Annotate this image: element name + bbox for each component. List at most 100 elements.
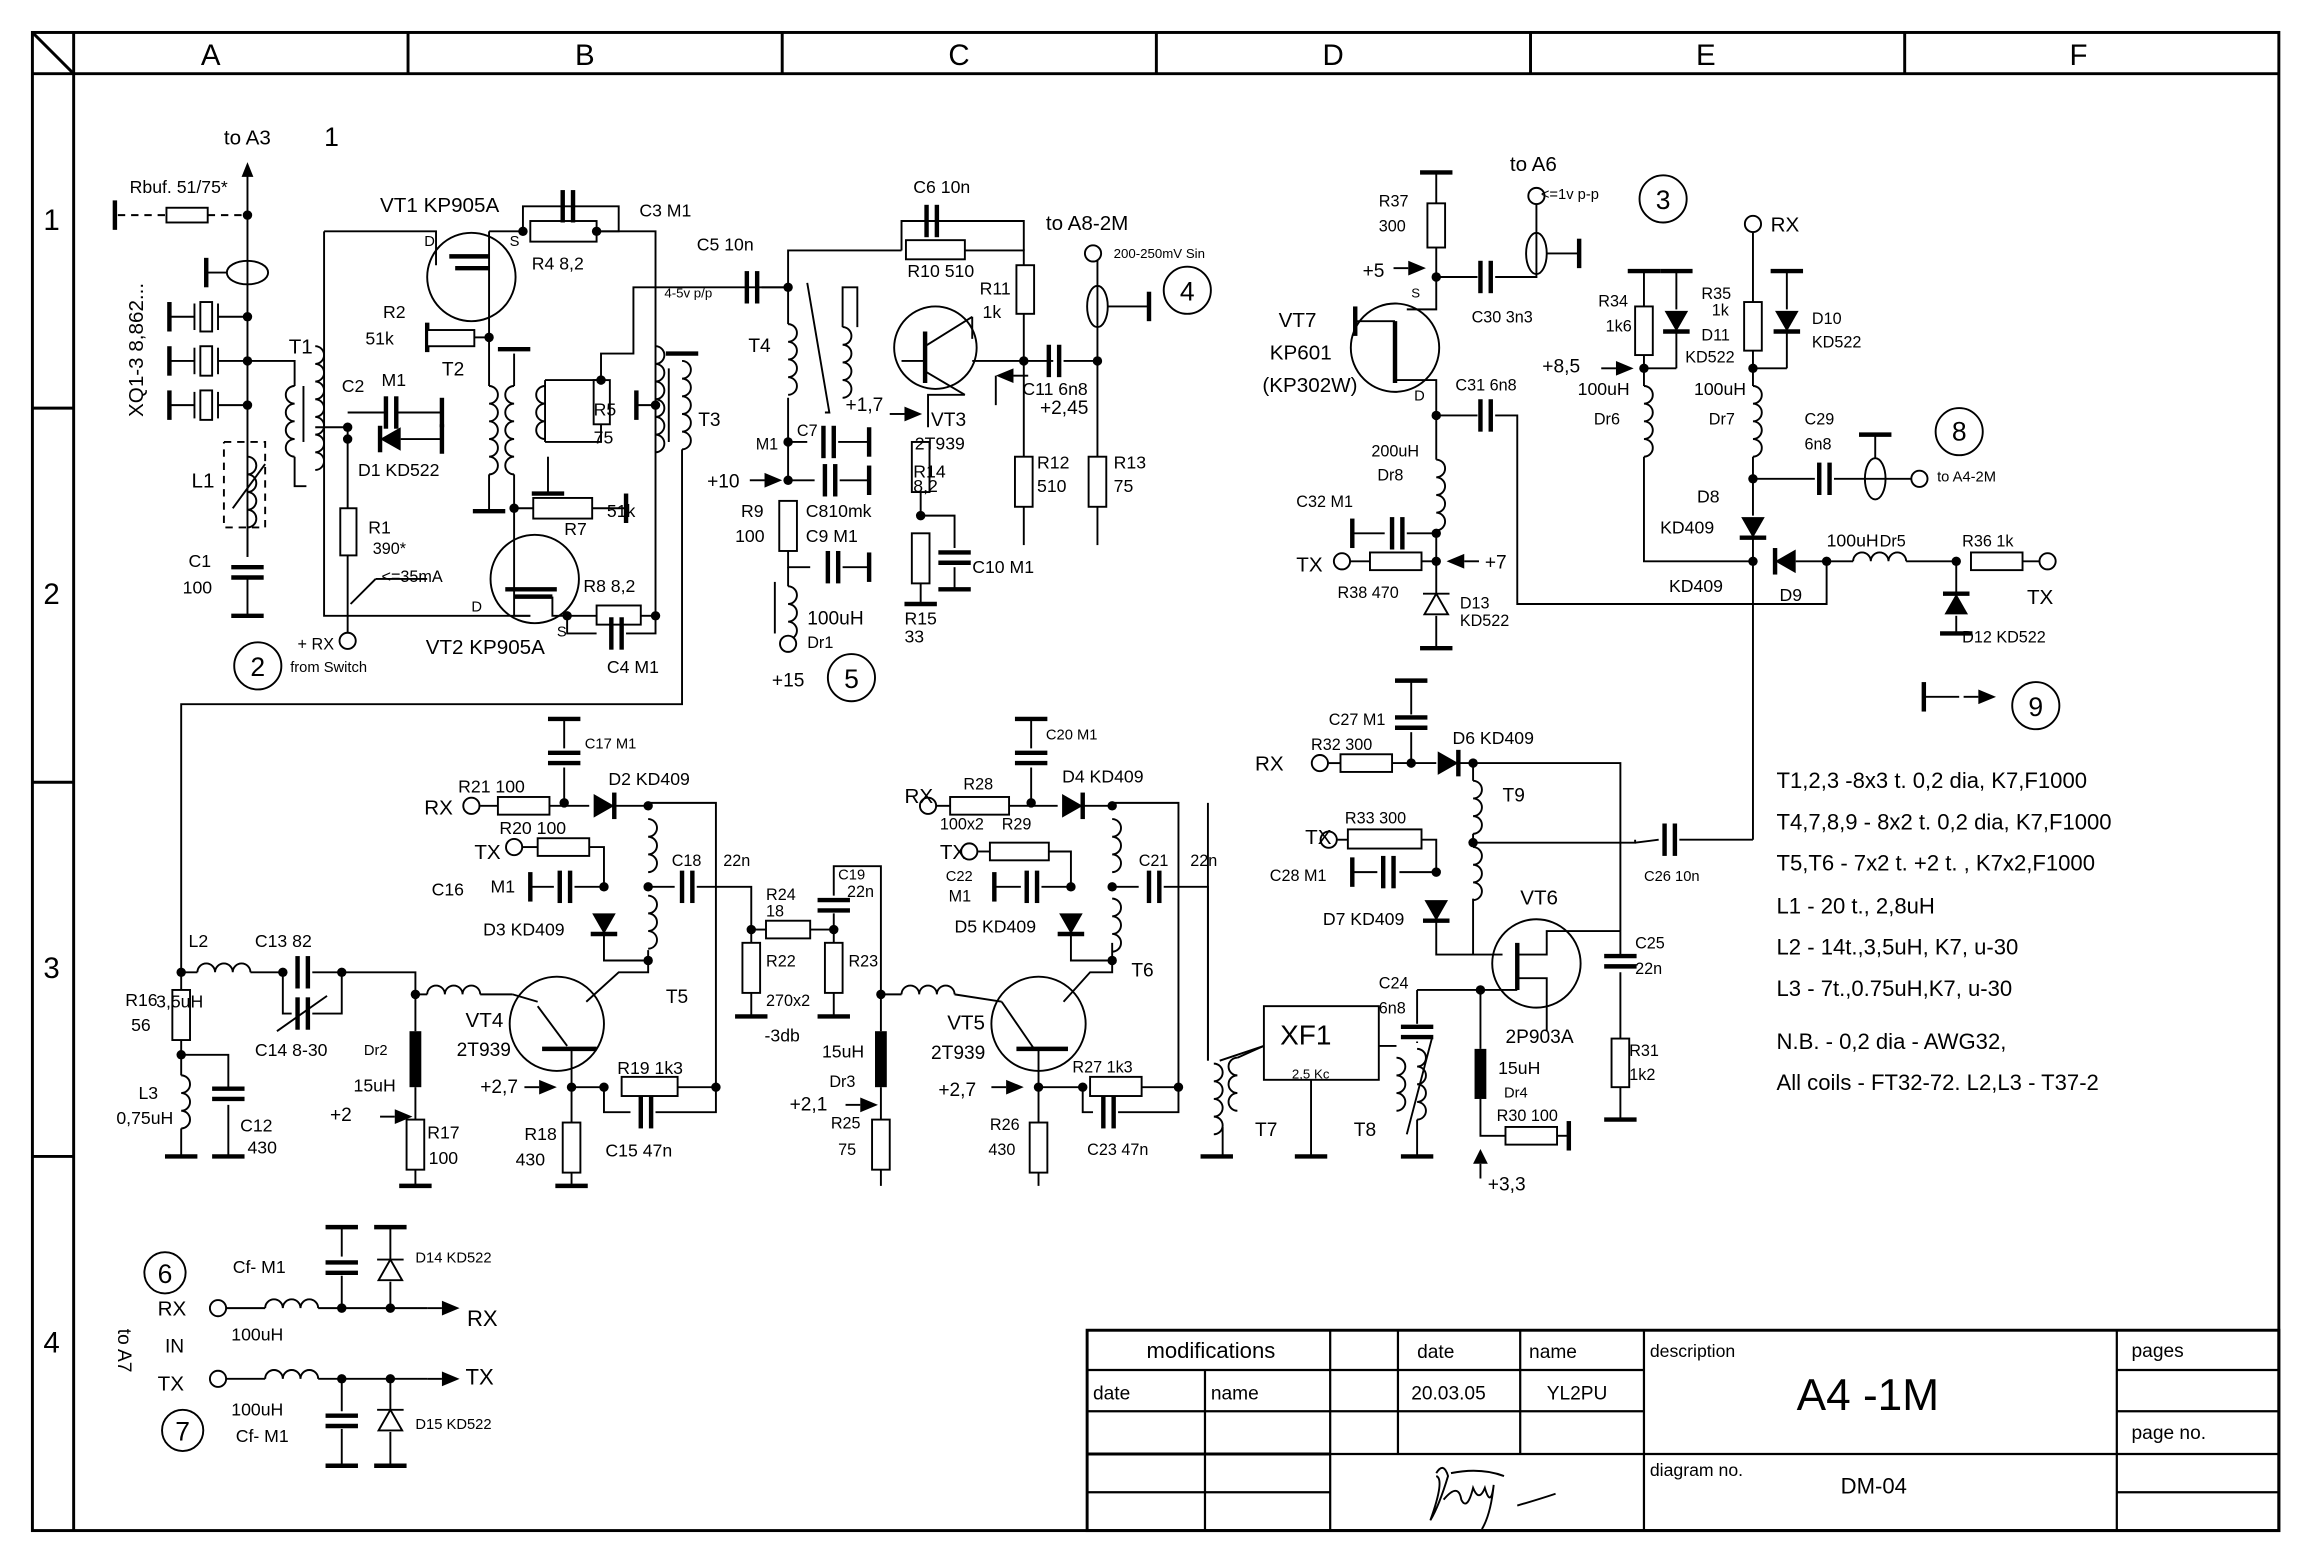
- label-c26: C26 10n: [1644, 869, 1700, 885]
- label-n4: 4: [1180, 277, 1195, 307]
- diode-symbol: [593, 794, 615, 818]
- junction-dot: [1066, 882, 1076, 892]
- wire: [1472, 833, 1637, 844]
- label-c22v: M1: [949, 888, 972, 906]
- connector-number-circle: [1638, 174, 1688, 224]
- winding-note: L3 - 7t.,0.75uH,K7, u-30: [1777, 976, 2013, 1001]
- resistor-symbol: [765, 919, 812, 940]
- label-vt6: VT6: [1520, 887, 1558, 910]
- label-r16: R16: [125, 990, 158, 1010]
- components: [112, 162, 2061, 1468]
- corner-diagonal: [31, 31, 75, 75]
- arrow-icon: [1408, 260, 1426, 276]
- label-r34v: 1k6: [1606, 317, 1632, 335]
- resistor-symbol: [904, 239, 966, 261]
- label-c28: C28 M1: [1270, 867, 1327, 885]
- resistor-symbol: [529, 220, 598, 243]
- junction-dot: [242, 312, 253, 322]
- label-d5: D5 KD409: [955, 917, 1036, 937]
- label-vt7t: KP601: [1270, 341, 1332, 364]
- junction-dot: [650, 400, 661, 410]
- junction-dot: [337, 1303, 347, 1313]
- terminal: [505, 838, 524, 857]
- junction-dot: [1431, 528, 1441, 539]
- wire: [1395, 379, 1438, 416]
- label-tx-a: TX: [1296, 554, 1323, 577]
- coil-symbol: [1436, 458, 1447, 532]
- label-vt1s: S: [510, 234, 520, 250]
- label-r11v: 1k: [983, 302, 1002, 322]
- label-d8: D8: [1697, 486, 1720, 506]
- label-sin: 200-250mV Sin: [1114, 246, 1205, 261]
- label-r23: R23: [848, 952, 878, 970]
- label-c22: C22: [946, 869, 973, 885]
- terminal: [462, 796, 481, 815]
- transistor-body: [893, 305, 978, 390]
- label-p15: +15: [772, 671, 804, 692]
- label-r36: R36 1k: [1962, 533, 2014, 551]
- wire: [1112, 801, 1180, 1088]
- wire: [900, 220, 1025, 251]
- wire: [1000, 1001, 1035, 1050]
- wire: [1495, 414, 1828, 605]
- coil-symbol: [648, 818, 658, 874]
- label-dr8: Dr8: [1377, 466, 1403, 484]
- transistor-body: [1491, 918, 1582, 1009]
- label-c29v: 6n8: [1805, 435, 1832, 453]
- diagram-no-value: DM-04: [1841, 1474, 1907, 1499]
- label-dr7v: 100uH: [1694, 379, 1746, 399]
- wire: [832, 865, 882, 995]
- label-r25: R25: [831, 1114, 861, 1132]
- label-vt1d: D: [424, 234, 435, 250]
- wire: [806, 282, 831, 414]
- label-c2: C2: [342, 376, 365, 396]
- label-r17v: 100: [429, 1148, 459, 1168]
- mod-name-label: name: [1211, 1383, 1259, 1404]
- label-p10: +10: [707, 472, 739, 493]
- resistor-symbol: [949, 796, 1011, 816]
- label-c3: C3 M1: [639, 201, 691, 221]
- label-r13v: 75: [1114, 476, 1134, 496]
- label-r9v: 100: [735, 526, 765, 546]
- coil-symbol: [264, 1298, 320, 1309]
- terminal: [1319, 830, 1338, 849]
- coil-symbol: [181, 1074, 191, 1130]
- resistor-symbol: [1015, 264, 1036, 315]
- coil-symbol: [1472, 779, 1483, 835]
- label-rx-b: RX: [1255, 752, 1284, 775]
- label-xf1: XF1: [1280, 1019, 1331, 1050]
- arrow-icon: [441, 1300, 460, 1316]
- pages-label: pages: [2132, 1341, 2184, 1362]
- junction-dot: [337, 967, 347, 977]
- label-c31: C31 6n8: [1455, 376, 1516, 394]
- junction-dot: [1639, 363, 1649, 374]
- terminal: [208, 1299, 228, 1318]
- description-label: description: [1650, 1341, 1735, 1361]
- wire: [181, 1053, 230, 1088]
- resistor-symbol: [339, 507, 358, 557]
- coil-symbol: [1396, 1056, 1407, 1112]
- column-label: F: [2070, 39, 2088, 72]
- terminal: [208, 1369, 228, 1388]
- resistor-symbol: [1087, 455, 1108, 508]
- junction-dot: [650, 611, 661, 621]
- label-c25: C25: [1635, 935, 1665, 953]
- wire: [696, 885, 753, 930]
- label-t4: T4: [748, 336, 771, 357]
- diode-symbol: [1775, 549, 1796, 574]
- description-title: A4 -1M: [1797, 1371, 1939, 1420]
- label-vt3: VT3: [931, 410, 966, 431]
- diode-symbol: [1437, 751, 1459, 775]
- label-r2v: 51k: [365, 329, 394, 349]
- resistor-symbol: [595, 604, 642, 626]
- resistor-symbol: [1743, 301, 1763, 352]
- zener-diode-symbol: [1422, 591, 1450, 616]
- label-dr3: Dr3: [829, 1073, 855, 1091]
- junction-dot: [337, 1374, 347, 1384]
- column-label: C: [948, 39, 969, 72]
- zener-diode-symbol: [376, 1407, 404, 1432]
- junction-dot: [1173, 1082, 1184, 1092]
- arrow-icon: [860, 1097, 878, 1113]
- label-r33: R33 300: [1345, 809, 1406, 827]
